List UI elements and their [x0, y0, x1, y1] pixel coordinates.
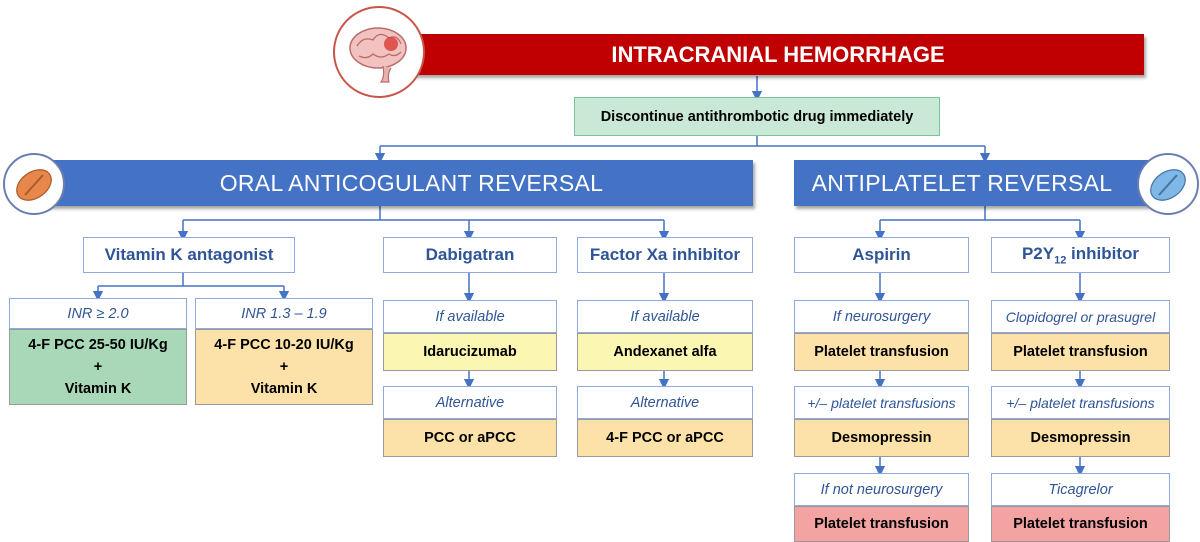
treatment-line: PCC or aPCC — [424, 430, 516, 446]
condition-text: +/– platelet transfusions — [807, 394, 956, 411]
condition-text: +/– platelet transfusions — [1006, 394, 1155, 411]
treatment-line: Idarucizumab — [423, 344, 517, 360]
drug-label: P2Y12 inhibitor — [1021, 243, 1140, 267]
condition-alternative: Alternative — [383, 386, 557, 419]
oral-reversal-banner: ORAL ANTICOGULANT REVERSAL — [30, 160, 753, 206]
condition-text: If not neurosurgery — [820, 481, 943, 498]
treatment-4f-pcc-apcc: 4-F PCC or aPCC — [577, 419, 753, 457]
condition-text: If available — [435, 308, 505, 325]
drug-label: Factor Xa inhibitor — [589, 245, 741, 264]
antiplatelet-banner: ANTIPLATELET REVERSAL — [794, 160, 1160, 206]
treatment-platelet-transfusion: Platelet transfusion — [794, 333, 969, 371]
title-banner: INTRACRANIAL HEMORRHAGE — [372, 34, 1144, 75]
drug-label: Dabigatran — [425, 245, 515, 264]
drug-aspirin: Aspirin — [794, 237, 969, 273]
condition-text: Alternative — [435, 394, 505, 411]
treatment-idarucizumab: Idarucizumab — [383, 333, 557, 371]
treatment-line: 4-F PCC 10-20 IU/Kg — [214, 337, 354, 353]
condition-if-not-neurosurgery: If not neurosurgery — [794, 473, 969, 506]
treatment-inr-low: 4-F PCC 10-20 IU/Kg + Vitamin K — [195, 329, 373, 405]
treatment-platelet-transfusion: Platelet transfusion — [991, 333, 1170, 371]
drug-label: Vitamin K antagonist — [104, 245, 274, 264]
drug-vitamin-k-antagonist: Vitamin K antagonist — [83, 237, 295, 273]
condition-if-available: If available — [383, 300, 557, 333]
discontinue-text: Discontinue antithrombotic drug immediat… — [600, 108, 914, 125]
treatment-line: Platelet transfusion — [814, 516, 949, 532]
treatment-pcc-apcc: PCC or aPCC — [383, 419, 557, 457]
condition-platelet-transfusions: +/– platelet transfusions — [794, 386, 969, 419]
treatment-inr-high: 4-F PCC 25-50 IU/Kg + Vitamin K — [9, 329, 187, 405]
drug-p2y12-inhibitor: P2Y12 inhibitor — [991, 237, 1170, 273]
treatment-line: Platelet transfusion — [814, 344, 949, 360]
antiplatelet-title: ANTIPLATELET REVERSAL — [811, 169, 1113, 196]
condition-text: If neurosurgery — [832, 308, 931, 325]
treatment-line: Desmopressin — [831, 430, 932, 446]
orange-pill-icon — [3, 153, 65, 215]
oral-reversal-title: ORAL ANTICOGULANT REVERSAL — [219, 169, 604, 196]
treatment-andexanet-alfa: Andexanet alfa — [577, 333, 753, 371]
treatment-line: Platelet transfusion — [1013, 344, 1148, 360]
condition-ticagrelor: Ticagrelor — [991, 473, 1170, 506]
treatment-desmopressin: Desmopressin — [794, 419, 969, 457]
condition-text: Alternative — [630, 394, 700, 411]
treatment-platelet-transfusion: Platelet transfusion — [991, 506, 1170, 542]
blue-pill-icon — [1137, 153, 1199, 215]
condition-text: INR 1.3 – 1.9 — [241, 305, 327, 322]
condition-text: Ticagrelor — [1048, 481, 1113, 498]
treatment-plus: + — [93, 359, 103, 375]
treatment-line: 4-F PCC or aPCC — [606, 430, 724, 446]
condition-if-neurosurgery: If neurosurgery — [794, 300, 969, 333]
condition-text: INR ≥ 2.0 — [67, 305, 129, 322]
brain-icon — [333, 6, 425, 98]
treatment-line: Desmopressin — [1030, 430, 1131, 446]
condition-inr-high: INR ≥ 2.0 — [9, 298, 187, 329]
treatment-platelet-transfusion: Platelet transfusion — [794, 506, 969, 542]
treatment-line: Andexanet alfa — [613, 344, 717, 360]
treatment-line: Vitamin K — [250, 381, 318, 397]
condition-clopidogrel-prasugrel: Clopidogrel or prasugrel — [991, 300, 1170, 333]
condition-platelet-transfusions: +/– platelet transfusions — [991, 386, 1170, 419]
drug-dabigatran: Dabigatran — [383, 237, 557, 273]
condition-text: If available — [630, 308, 700, 325]
drug-label: Aspirin — [852, 245, 911, 264]
condition-text: Clopidogrel or prasugrel — [1005, 308, 1156, 325]
treatment-line: Vitamin K — [64, 381, 132, 397]
treatment-line: 4-F PCC 25-50 IU/Kg — [28, 337, 168, 353]
condition-inr-low: INR 1.3 – 1.9 — [195, 298, 373, 329]
discontinue-box: Discontinue antithrombotic drug immediat… — [574, 97, 940, 136]
treatment-plus: + — [279, 359, 289, 375]
drug-factor-xa-inhibitor: Factor Xa inhibitor — [577, 237, 753, 273]
page-title: INTRACRANIAL HEMORRHAGE — [611, 41, 945, 67]
treatment-line: Platelet transfusion — [1013, 516, 1148, 532]
treatment-desmopressin: Desmopressin — [991, 419, 1170, 457]
condition-if-available: If available — [577, 300, 753, 333]
condition-alternative: Alternative — [577, 386, 753, 419]
